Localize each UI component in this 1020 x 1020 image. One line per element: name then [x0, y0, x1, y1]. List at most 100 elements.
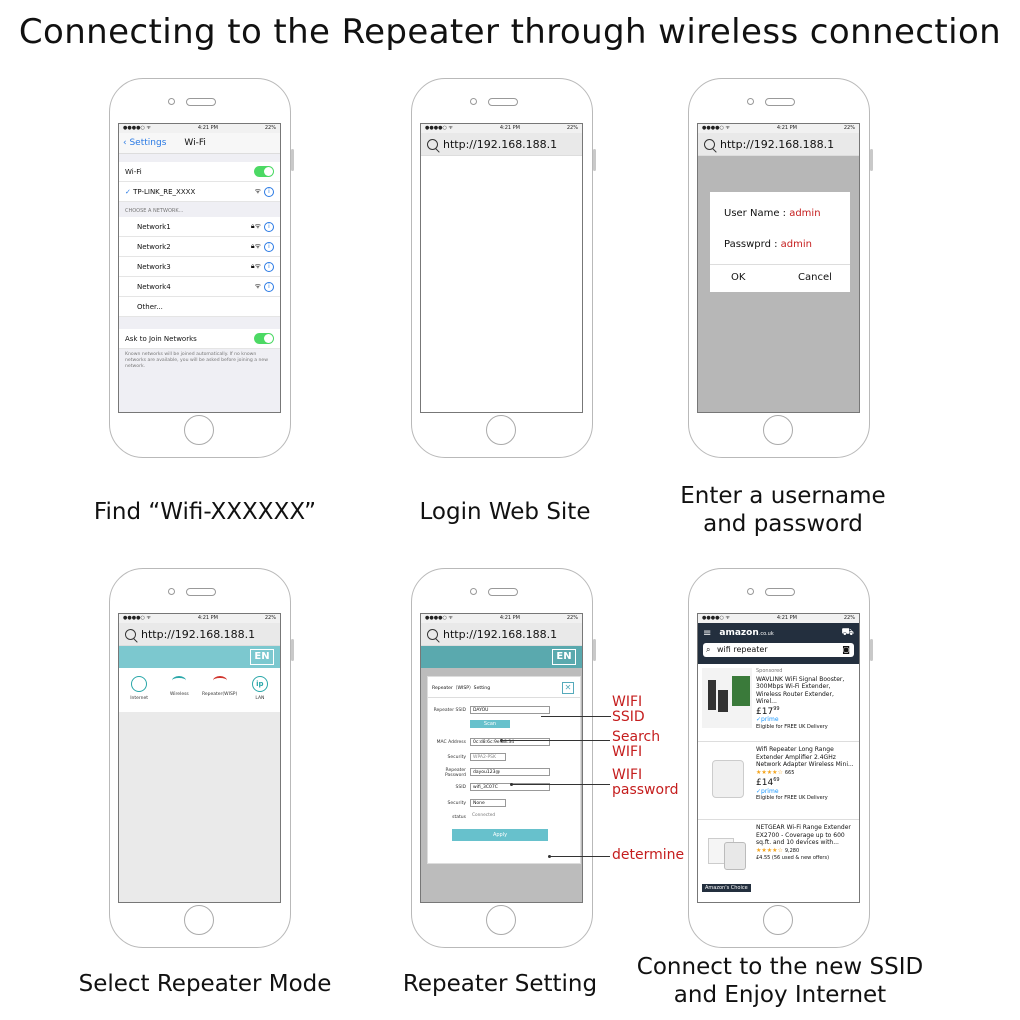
product-item[interactable]: Wifi Repeater Long Range Extender Amplif…: [698, 742, 859, 820]
url-text: http://192.168.188.1: [443, 627, 558, 641]
close-icon[interactable]: ✕: [562, 682, 574, 694]
mode-lan[interactable]: ip LAN: [242, 676, 278, 701]
home-button[interactable]: [184, 905, 214, 935]
router-header: EN: [421, 646, 582, 668]
search-icon: [427, 138, 438, 150]
info-icon[interactable]: i: [264, 241, 274, 252]
info-icon[interactable]: i: [264, 186, 274, 197]
speaker-icon: [186, 98, 216, 106]
info-icon[interactable]: i: [264, 281, 274, 292]
camera-icon: [747, 98, 754, 105]
repeater-password-input[interactable]: dayou123@: [470, 768, 550, 776]
product-item[interactable]: NETGEAR Wi-Fi Range Extender EX2700 - Co…: [698, 820, 859, 884]
back-button[interactable]: ‹ Settings: [123, 138, 167, 148]
username-value: admin: [789, 208, 821, 219]
side-button: [593, 149, 596, 171]
product-item[interactable]: Sponsored WAVLINK WiFi Signal Booster, 3…: [698, 664, 859, 742]
speaker-icon: [186, 588, 216, 596]
globe-icon: [131, 676, 148, 692]
repeater-ssid-input[interactable]: DAYOU: [470, 706, 550, 714]
caption-step2: Login Web Site: [419, 499, 591, 525]
ok-button[interactable]: OK: [731, 272, 746, 283]
mode-wireless[interactable]: Wireless: [161, 676, 197, 701]
ask-join-toggle[interactable]: [254, 333, 274, 344]
camera-icon: [470, 588, 477, 595]
home-button[interactable]: [486, 905, 516, 935]
annotation-line-ssid: [541, 716, 611, 717]
router-header: EN: [119, 646, 280, 668]
amazon-search-input[interactable]: ⌕ wifi repeater ◙: [703, 643, 854, 657]
annotation-line-determine: [550, 856, 610, 857]
home-button[interactable]: [184, 415, 214, 445]
info-icon[interactable]: i: [264, 261, 274, 272]
security-select[interactable]: WPA2-PSK: [470, 753, 506, 761]
mode-bar: Internet Wireless Repeater(WISP) ip LAN: [119, 668, 280, 712]
amazon-logo[interactable]: amazon.co.uk: [719, 628, 774, 638]
product-image: [702, 668, 752, 728]
camera-icon: [168, 588, 175, 595]
phone-wifi-settings: ●●●●○ ᯤ 4:21 PM 22% ‹ Settings Wi-Fi Wi-…: [109, 78, 294, 458]
camera-search-icon[interactable]: ◙: [842, 645, 850, 654]
speaker-icon: [765, 98, 795, 106]
ask-join-row: Ask to Join Networks: [119, 329, 280, 349]
prime-badge: ✓prime: [756, 787, 779, 795]
language-button[interactable]: EN: [250, 649, 274, 665]
wifi-signal-icon: ᯤ: [254, 221, 261, 230]
side-button: [291, 639, 294, 661]
repeater-icon: [212, 676, 227, 685]
prime-badge: ✓prime: [756, 716, 779, 723]
lock-icon: 🔒︎: [250, 221, 255, 230]
repeater-settings-panel: Repeater（WISP）Setting ✕ Repeater SSID DA…: [427, 676, 581, 864]
url-bar[interactable]: http://192.168.188.1: [119, 623, 280, 646]
mode-repeater[interactable]: Repeater(WISP): [202, 676, 238, 701]
settings-navbar: ‹ Settings Wi-Fi: [119, 133, 280, 154]
wifi-toggle[interactable]: [254, 166, 274, 177]
password-row[interactable]: Passwprd : admin: [724, 239, 813, 250]
url-bar[interactable]: http://192.168.188.1: [421, 133, 582, 156]
other-network-row[interactable]: Other...: [119, 297, 280, 317]
home-button[interactable]: [763, 415, 793, 445]
menu-icon[interactable]: ≡: [703, 627, 712, 639]
camera-icon: [747, 588, 754, 595]
info-icon[interactable]: i: [264, 221, 274, 232]
username-row[interactable]: User Name : admin: [724, 208, 821, 219]
cart-icon[interactable]: ⛟: [841, 626, 854, 638]
lock-icon: 🔒︎: [250, 241, 255, 250]
home-button[interactable]: [763, 905, 793, 935]
cancel-button[interactable]: Cancel: [798, 272, 832, 283]
home-button[interactable]: [486, 415, 516, 445]
language-button[interactable]: EN: [552, 649, 576, 665]
security2-select[interactable]: None: [470, 799, 506, 807]
page-title: Connecting to the Repeater through wirel…: [18, 12, 1002, 52]
choose-network-header: CHOOSE A NETWORK...: [119, 202, 280, 217]
url-text: http://192.168.188.1: [720, 137, 835, 151]
scan-button[interactable]: Scan: [470, 720, 510, 728]
url-bar[interactable]: http://192.168.188.1: [698, 133, 859, 156]
side-button: [593, 639, 596, 661]
url-bar[interactable]: http://192.168.188.1: [421, 623, 582, 646]
mode-internet[interactable]: Internet: [121, 676, 157, 701]
password-value: admin: [780, 239, 813, 250]
search-icon: [704, 138, 715, 150]
apply-button[interactable]: Apply: [452, 829, 548, 841]
mac-address-input[interactable]: 0c:d8:6c:9e:b8:34: [470, 738, 550, 746]
wifi-signal-icon: ᯤ: [254, 186, 261, 195]
